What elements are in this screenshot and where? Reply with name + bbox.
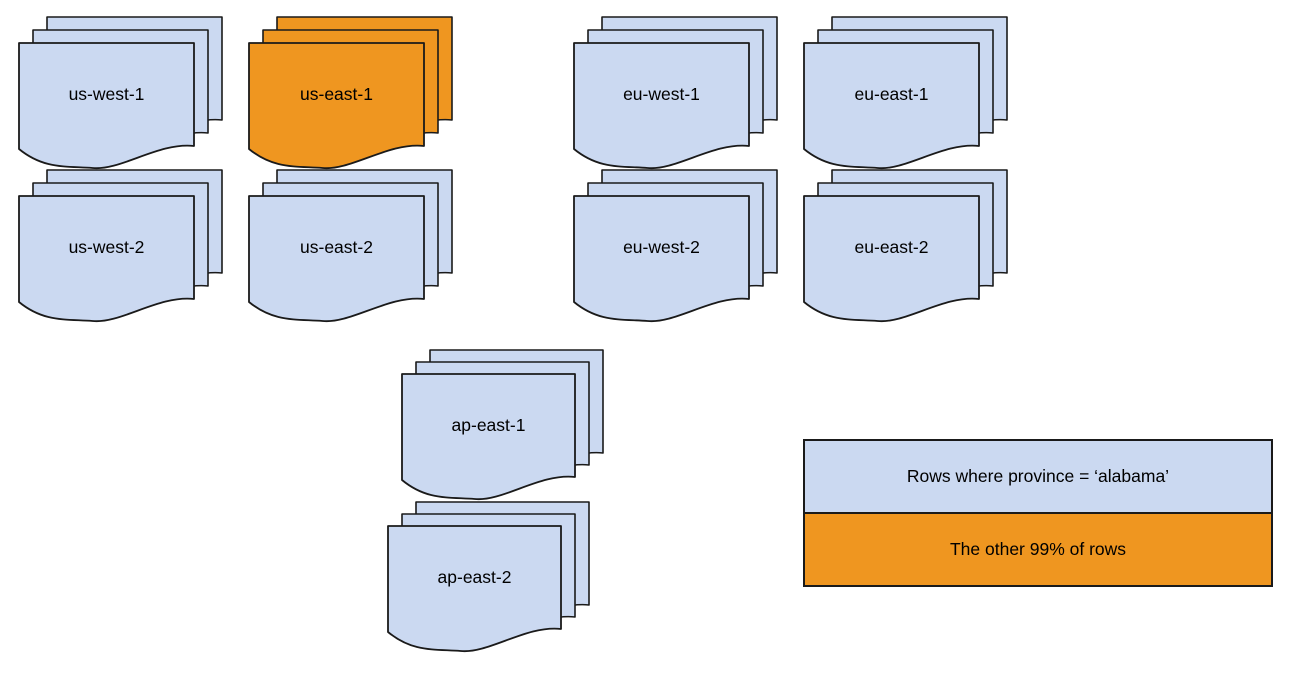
- legend-swatch-blue: [803, 439, 1273, 514]
- document-stack-label-us-east-2: us-east-2: [300, 237, 373, 257]
- document-stack-label-ap-east-1: ap-east-1: [452, 415, 526, 435]
- document-stack-label-eu-east-2: eu-east-2: [855, 237, 929, 257]
- document-stack-label-us-east-1: us-east-1: [300, 84, 373, 104]
- document-stack-sheet-front: [18, 42, 195, 169]
- document-stack-sheet-front: [18, 195, 195, 322]
- document-stack-eu-west-1[interactable]: eu-west-1: [573, 16, 778, 169]
- document-stack-us-west-1[interactable]: us-west-1: [18, 16, 223, 169]
- legend-swatch-orange: [803, 512, 1273, 587]
- document-stack-label-us-west-2: us-west-2: [69, 237, 145, 257]
- document-stack-sheet-front: [803, 42, 980, 169]
- document-stack-eu-east-2[interactable]: eu-east-2: [803, 169, 1008, 322]
- document-stack-us-west-2[interactable]: us-west-2: [18, 169, 223, 322]
- document-stack-sheet-front: [803, 195, 980, 322]
- document-stacks-layer: us-west-1 us-east-1 eu-west-1 eu-east-1 us-w…: [18, 16, 1008, 652]
- document-stack-sheet-front: [248, 195, 425, 322]
- document-stack-label-us-west-1: us-west-1: [69, 84, 145, 104]
- document-stack-eu-east-1[interactable]: eu-east-1: [803, 16, 1008, 169]
- document-stack-label-eu-west-1: eu-west-1: [623, 84, 700, 104]
- document-stack-sheet-front: [573, 42, 750, 169]
- document-stack-us-east-2[interactable]: us-east-2: [248, 169, 453, 322]
- document-stack-sheet-front: [573, 195, 750, 322]
- document-stack-sheet-front: [387, 525, 562, 652]
- document-stack-label-eu-east-1: eu-east-1: [855, 84, 929, 104]
- document-stack-sheet-front: [248, 42, 425, 169]
- legend-row-blue-label: Rows where province = ‘alabama’: [907, 466, 1169, 486]
- legend: Rows where province = ‘alabama’ The other…: [803, 439, 1273, 587]
- document-stack-label-ap-east-2: ap-east-2: [438, 567, 512, 587]
- document-stack-sheet-front: [401, 373, 576, 500]
- legend-row-orange-label: The other 99% of rows: [950, 539, 1126, 559]
- document-stack-ap-east-2[interactable]: ap-east-2: [387, 501, 590, 652]
- document-stack-label-eu-west-2: eu-west-2: [623, 237, 700, 257]
- document-stack-eu-west-2[interactable]: eu-west-2: [573, 169, 778, 322]
- document-stack-ap-east-1[interactable]: ap-east-1: [401, 349, 604, 500]
- document-stack-us-east-1[interactable]: us-east-1: [248, 16, 453, 169]
